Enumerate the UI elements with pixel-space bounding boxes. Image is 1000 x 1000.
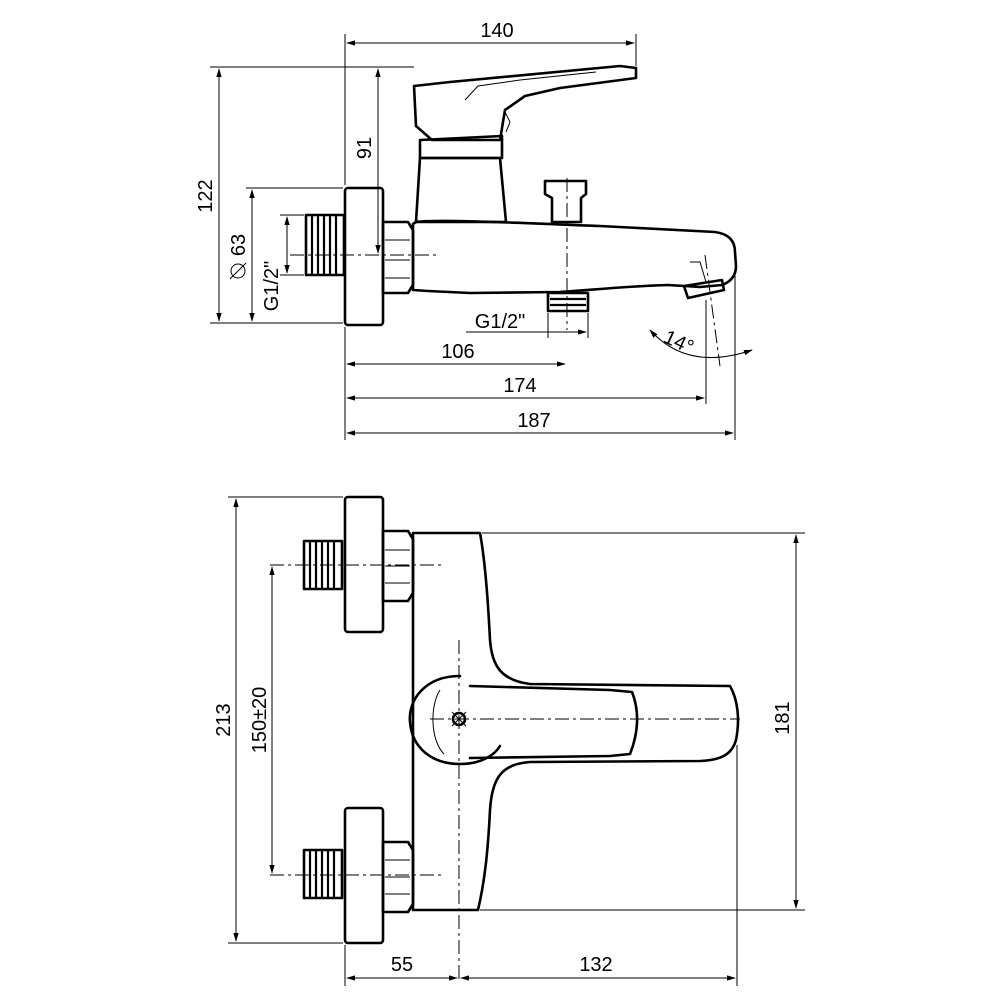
dim-front-height-213: 213 xyxy=(213,496,343,944)
dim-text-14deg: 14° xyxy=(660,326,697,359)
side-lever xyxy=(412,64,638,142)
dim-text-150: 150±20 xyxy=(249,687,271,754)
dim-text-140: 140 xyxy=(480,20,513,42)
side-inlet-thread xyxy=(304,213,346,277)
dim-side-width-140: 140 xyxy=(344,20,637,185)
dim-text-outlet-thread: G1/2" xyxy=(475,311,525,333)
dim-front-wall-55: 55 xyxy=(344,945,458,986)
front-mixer-body xyxy=(411,531,740,912)
dim-side-outlet-106: 106 xyxy=(344,327,566,440)
dim-text-187: 187 xyxy=(517,410,550,432)
side-connector-nut xyxy=(381,220,415,295)
front-view: 213 150±20 181 55 132 xyxy=(213,495,805,986)
dim-side-spout-174: 174 xyxy=(346,300,707,404)
dim-side-inlet-thread: G1/2" xyxy=(261,214,304,311)
dim-text-inlet-thread: G1/2" xyxy=(261,261,283,311)
dim-front-body-181: 181 xyxy=(480,532,805,911)
front-lever-cap xyxy=(408,674,502,766)
dim-front-tip-132: 132 xyxy=(460,745,738,986)
side-mixer-body xyxy=(411,219,738,295)
side-wall-flange xyxy=(343,186,385,327)
side-outlet-thread xyxy=(546,291,590,313)
side-diverter-knob xyxy=(543,179,588,224)
side-view: 140 122 91 63 G1/2" xyxy=(195,20,753,440)
front-bottom-inlet-thread xyxy=(302,848,344,900)
dim-side-height-122: 122 xyxy=(195,66,414,324)
dim-text-181: 181 xyxy=(772,701,794,734)
dim-text-63: 63 xyxy=(228,234,250,256)
dim-side-total-187: 187 xyxy=(346,268,736,440)
dim-side-outlet-thread: G1/2" xyxy=(466,311,589,338)
dim-front-spacing-150: 150±20 xyxy=(249,566,275,874)
dim-text-55: 55 xyxy=(391,954,413,976)
dim-text-91: 91 xyxy=(354,137,376,159)
side-spout-aerator xyxy=(682,278,726,300)
dim-side-flange-63: 63 xyxy=(228,187,343,322)
dim-side-lever-91: 91 xyxy=(354,68,381,254)
dim-text-106: 106 xyxy=(441,341,474,363)
dim-text-122: 122 xyxy=(195,179,217,212)
dim-side-angle-14: 14° xyxy=(649,326,753,359)
dim-text-213: 213 xyxy=(213,703,235,736)
dim-text-174: 174 xyxy=(503,375,536,397)
side-cartridge-housing xyxy=(414,156,508,224)
dim-text-132: 132 xyxy=(579,954,612,976)
